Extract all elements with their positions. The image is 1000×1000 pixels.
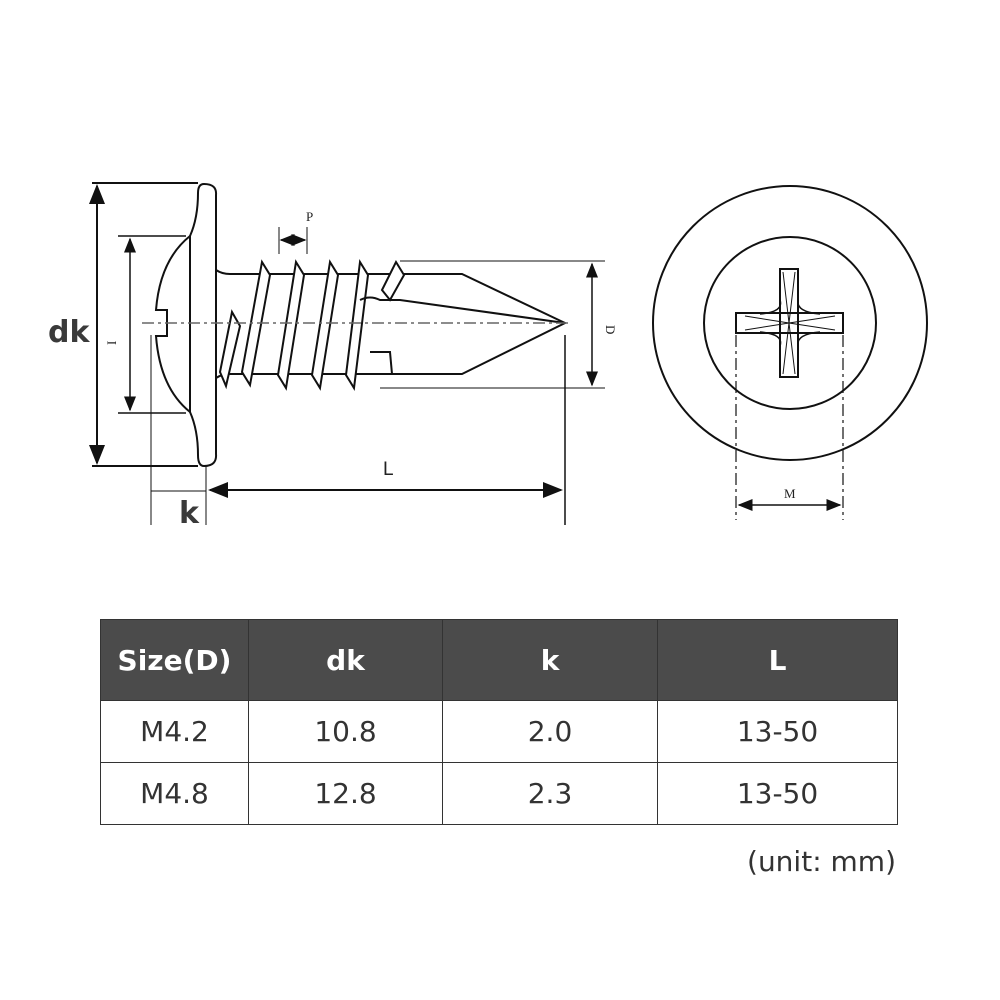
- label-P: P: [306, 209, 313, 224]
- cell: 10.8: [248, 700, 443, 763]
- size-table: Size(D) dk k L M4.2 10.8 2.0 13-50 M4.8 …: [100, 619, 898, 825]
- label-I: I: [104, 341, 119, 345]
- cell: M4.2: [100, 700, 249, 763]
- label-D: D: [603, 325, 618, 334]
- cell: 13-50: [657, 700, 898, 763]
- label-k: k: [179, 496, 200, 531]
- header-L: L: [657, 619, 898, 701]
- outer-circle: [652, 185, 928, 461]
- cell: 12.8: [248, 762, 443, 825]
- cell: 13-50: [657, 762, 898, 825]
- table-row: M4.2 10.8 2.0 13-50: [100, 700, 898, 763]
- cell: M4.8: [100, 762, 249, 825]
- screw-head: [154, 235, 191, 413]
- phillips-recess: [735, 268, 844, 378]
- threads: [218, 259, 406, 391]
- label-M: M: [784, 486, 796, 501]
- label-L: L: [383, 459, 394, 480]
- label-dk: dk: [48, 315, 90, 350]
- header-k: k: [442, 619, 658, 701]
- header-dk: dk: [248, 619, 443, 701]
- table-row: M4.8 12.8 2.3 13-50: [100, 762, 898, 825]
- cell: 2.0: [442, 700, 658, 763]
- drill-flute: [359, 296, 566, 375]
- header-size: Size(D): [100, 619, 249, 701]
- cell: 2.3: [442, 762, 658, 825]
- inner-circle: [703, 236, 877, 410]
- washer-flange: [189, 182, 218, 468]
- unit-note: (unit: mm): [747, 845, 896, 878]
- table-header-row: Size(D) dk k L: [100, 619, 898, 701]
